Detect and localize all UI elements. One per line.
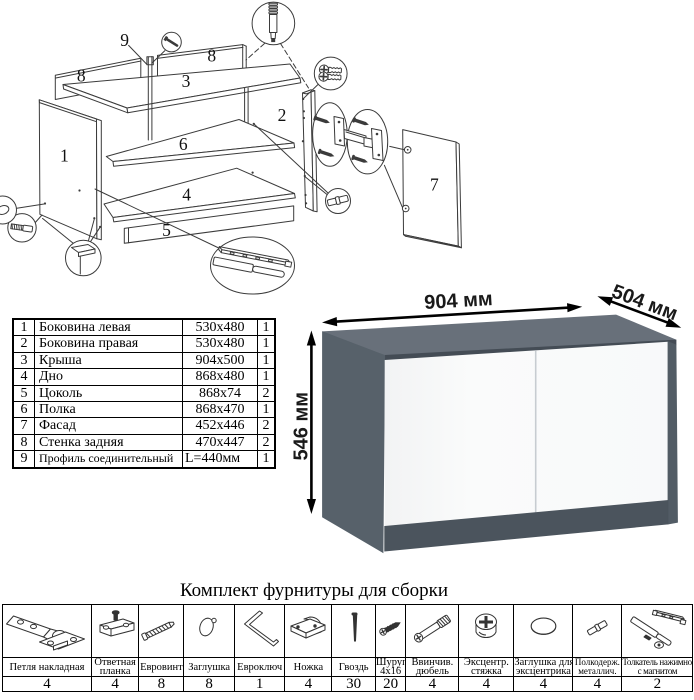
svg-text:7: 7 — [430, 174, 439, 194]
svg-text:546 мм: 546 мм — [291, 392, 313, 461]
svg-text:8: 8 — [77, 65, 86, 85]
svg-text:5: 5 — [162, 220, 171, 240]
svg-text:6: 6 — [179, 134, 188, 154]
svg-text:8: 8 — [207, 45, 216, 65]
svg-text:1: 1 — [60, 145, 69, 165]
svg-text:2: 2 — [278, 105, 287, 125]
svg-text:3: 3 — [182, 71, 191, 91]
svg-text:9: 9 — [120, 30, 129, 50]
svg-text:904 мм: 904 мм — [424, 288, 494, 314]
svg-text:4: 4 — [182, 185, 191, 205]
